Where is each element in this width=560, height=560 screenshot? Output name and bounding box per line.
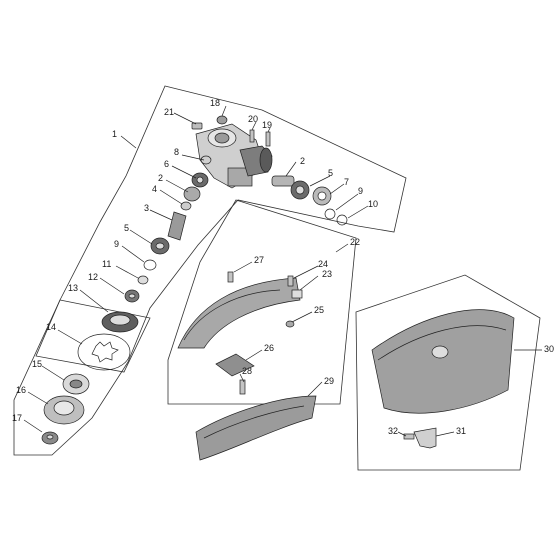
callout-21: 21	[164, 107, 174, 117]
snap-ring-10	[336, 214, 348, 226]
callout-27: 27	[254, 255, 264, 265]
callout-9-lower: 9	[114, 239, 119, 249]
callout-15: 15	[32, 359, 42, 369]
spacer-4	[180, 201, 192, 211]
washer-8	[200, 155, 212, 165]
spindle-3	[167, 211, 187, 241]
gear-head-group-outline	[13, 85, 407, 456]
callout-5-upper: 5	[328, 168, 333, 178]
bearing-5-lower	[150, 237, 170, 255]
callout-20: 20	[248, 114, 258, 124]
bolt-27	[227, 271, 234, 283]
shield-16	[43, 395, 85, 425]
callout-11: 11	[102, 259, 111, 269]
callout-numbers: 1 21 18 20 19 2 8 6 2 4 3 5 9 11 12 13 1…	[12, 98, 554, 436]
bearing-5	[290, 180, 310, 200]
snap-ring-9-lower	[143, 259, 157, 271]
callout-19: 19	[262, 120, 272, 130]
bolt-21	[191, 122, 203, 130]
callout-7: 7	[344, 177, 349, 187]
plate-26	[215, 353, 255, 377]
callout-12: 12	[88, 272, 98, 282]
callout-2-lower: 2	[158, 173, 163, 183]
blade-14	[77, 333, 131, 371]
gear-head-housing	[195, 123, 273, 189]
callout-2-upper: 2	[300, 156, 305, 166]
callout-5-lower: 5	[124, 223, 129, 233]
callout-28: 28	[242, 366, 252, 376]
callout-14: 14	[46, 322, 56, 332]
bearing-7	[312, 186, 332, 206]
gear-shaft-2	[271, 175, 295, 187]
blade-guard-22	[177, 277, 301, 349]
blade-holder-group-outline	[35, 299, 151, 373]
callout-9-upper: 9	[358, 186, 363, 196]
callout-23: 23	[322, 269, 332, 279]
callout-13: 13	[68, 283, 78, 293]
holder-15	[62, 373, 90, 395]
nut-17	[41, 431, 59, 445]
gear-2	[183, 186, 201, 202]
callout-29: 29	[324, 376, 334, 386]
snap-ring-9	[324, 208, 336, 220]
callout-30: 30	[544, 344, 554, 354]
debris-guard-30	[371, 309, 515, 414]
callout-3: 3	[144, 203, 149, 213]
callout-26: 26	[264, 343, 274, 353]
collar-11	[137, 275, 149, 285]
plug-18	[216, 115, 228, 125]
callout-31: 31	[456, 426, 466, 436]
bolt-28	[239, 379, 246, 395]
blade-guard-group-outline	[167, 199, 357, 405]
callout-8: 8	[174, 147, 179, 157]
bearing-6	[191, 172, 209, 188]
callout-4: 4	[152, 184, 157, 194]
bolt-19	[265, 131, 271, 147]
callout-10: 10	[368, 199, 378, 209]
leader-lines	[23, 105, 542, 437]
callout-25: 25	[314, 305, 324, 315]
callout-18: 18	[210, 98, 220, 108]
callout-1: 1	[112, 129, 117, 139]
callout-32: 32	[388, 426, 398, 436]
bolt-20	[249, 129, 255, 143]
nut-25	[285, 320, 295, 328]
bracket-31	[413, 427, 437, 449]
bolt-32	[403, 433, 415, 440]
callout-16: 16	[16, 385, 26, 395]
holder-13	[101, 311, 139, 333]
guard-29	[195, 395, 317, 461]
callout-17: 17	[12, 413, 22, 423]
bolt-24	[287, 275, 294, 287]
bracket-23	[291, 289, 303, 299]
callout-22: 22	[350, 237, 360, 247]
callout-24: 24	[318, 259, 328, 269]
callout-6: 6	[164, 159, 169, 169]
bearing-12	[124, 289, 140, 303]
debris-guard-group-outline	[355, 274, 541, 471]
